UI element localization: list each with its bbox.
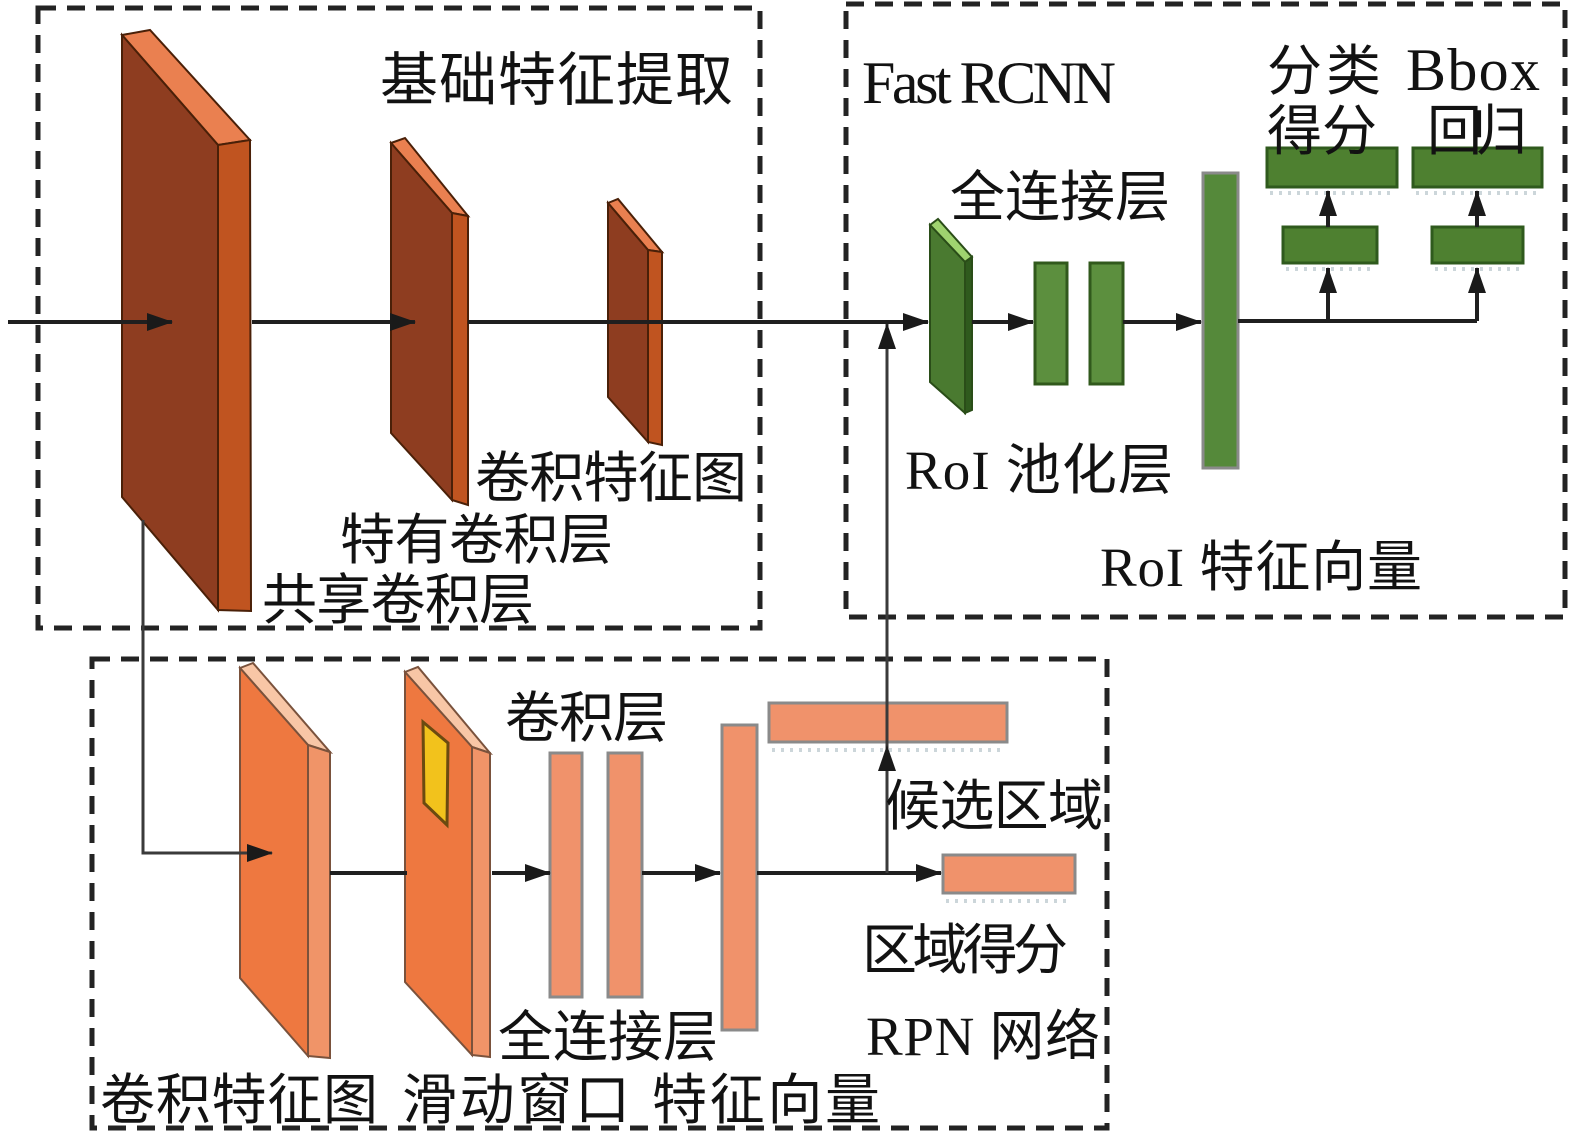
fast-fc-layer-label: 全连接层 [950,167,1170,228]
bbox-fc-box [1430,225,1525,265]
conv-feature-map-slab [606,197,665,447]
cls-fc-box [1281,225,1379,265]
bbox-output-box [1411,146,1544,189]
rpn-conv-feature-map-label: 卷积特征图 [100,1070,378,1131]
fast-rcnn-title: Fast RCNN [862,50,1116,116]
rpn-conv-feature-map-side [307,743,331,1060]
rpn-network-box [89,656,1110,1131]
roi-feature-vector-bar [1201,171,1240,470]
roi-pooling-slab [928,217,974,416]
region-score-bar [941,853,1077,895]
sliding-window-slab-front [404,669,473,1058]
rpn-fc-bar-1 [548,751,584,999]
basic-feature-extraction-box [35,5,763,631]
bbox-label-line1: Bbox [1406,37,1540,103]
fast-fc-bar-1 [1033,261,1069,386]
shared-conv-label: 共享卷积层 [262,570,534,631]
feature-vector-label: 特征向量 [652,1070,880,1131]
cls-score-label-line1: 分类 [1267,41,1381,102]
bbox-label-line2: 回归 [1427,101,1527,162]
rpn-fc-layer-label: 全连接层 [498,1007,718,1068]
rpn-conv-feature-map-front [239,665,309,1059]
specific-conv-label: 特有卷积层 [340,510,613,571]
sliding-window-slab [403,665,494,1059]
shared-conv-to-rpn-line [141,520,273,862]
rpn-network-title: RPN 网络 [866,1006,1100,1067]
basic-feature-extraction-title: 基础特征提取 [380,48,733,113]
rpn-conv-layer-label: 卷积层 [505,688,668,749]
cls-score-label-line2: 得分 [1267,101,1377,162]
fast-rcnn-box [843,1,1568,620]
rpn-fc-bar-2 [606,751,644,999]
specific-conv-slab-side [451,211,469,507]
specific-conv-slab-front [390,140,453,503]
roi-pooling-label: RoI 池化层 [905,440,1173,501]
rpn-feature-vector-bar [720,723,759,1032]
roi-pooling-slab-front [929,222,966,416]
cls-score-output-box [1265,146,1399,189]
proposals-label: 候选区域 [885,776,1103,837]
region-score-label: 区域得分 [862,920,1068,981]
specific-conv-slab [389,136,471,507]
conv-feature-map-slab-side [647,248,663,447]
conv-feature-map-label: 卷积特征图 [475,448,747,509]
roi-feature-vector-label: RoI 特征向量 [1100,537,1422,598]
shared-conv-slab-side [217,138,253,613]
sliding-window-label: 滑动窗口 [402,1070,630,1131]
roi-pooling-slab-side [964,255,973,415]
sliding-window-anchor [421,718,450,829]
rpn-conv-feature-map-slab [238,661,334,1060]
sliding-window-slab-side [471,745,491,1059]
fast-fc-bar-2 [1088,261,1125,386]
